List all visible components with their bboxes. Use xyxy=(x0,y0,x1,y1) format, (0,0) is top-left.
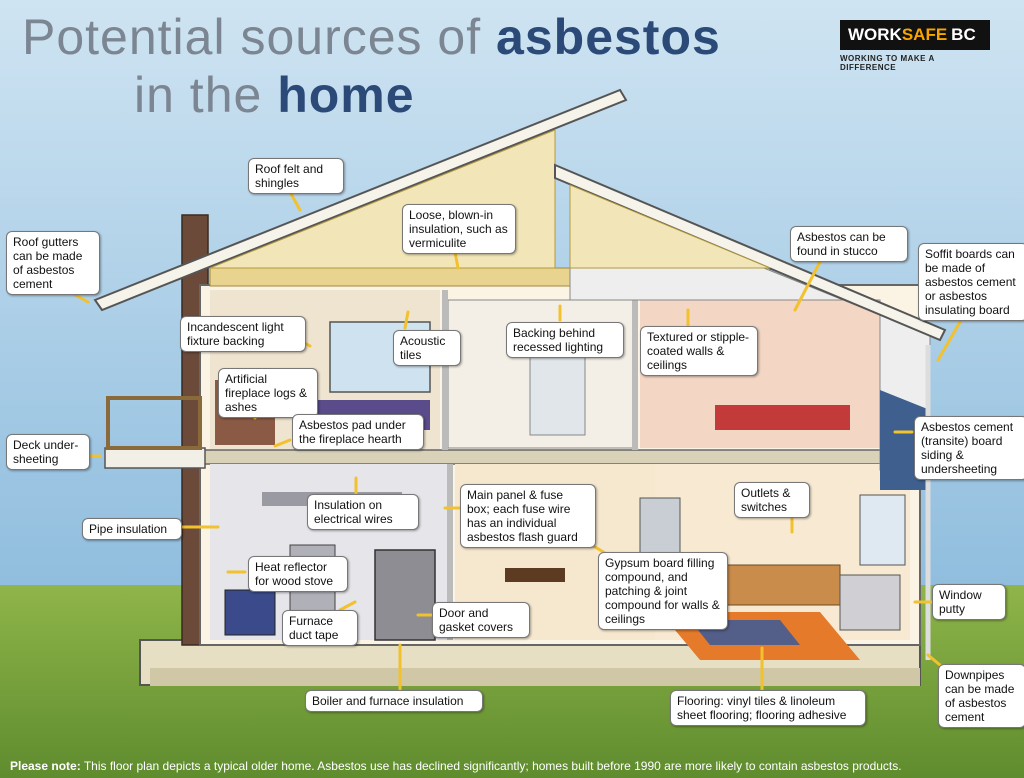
arrow xyxy=(453,250,460,270)
footnote: Please note: This floor plan depicts a t… xyxy=(10,759,1020,773)
label-boiler-insulation: Boiler and furnace insulation xyxy=(305,690,483,712)
label-deck-undersheeting: Deck under-sheeting xyxy=(6,434,90,470)
title-part: Potential sources of xyxy=(22,9,497,65)
label-downpipes: Downpipes can be made of asbestos cement xyxy=(938,664,1024,728)
label-acoustic-tiles: Acoustic tiles xyxy=(393,330,461,366)
stove xyxy=(839,574,901,631)
page-title: Potential sources of asbestos in the hom… xyxy=(22,8,721,124)
deck-railing xyxy=(106,396,202,450)
label-roof-gutters: Roof gutters can be made of asbestos cem… xyxy=(6,231,100,295)
label-fireplace-logs: Artificial fireplace logs & ashes xyxy=(218,368,318,418)
label-pipe-insulation: Pipe insulation xyxy=(82,518,182,540)
kitchen-cabinets xyxy=(719,564,841,606)
label-siding: Asbestos cement (transite) board siding … xyxy=(914,416,1024,480)
dining-table xyxy=(505,568,565,582)
label-loose-insulation: Loose, blown-in insulation, such as verm… xyxy=(402,204,516,254)
bed xyxy=(715,405,850,430)
arrow xyxy=(936,320,962,362)
roof-right-slope xyxy=(554,163,947,342)
title-part: in the xyxy=(134,67,278,123)
label-recessed-lighting: Backing behind recessed lighting xyxy=(506,322,624,358)
footnote-text: This floor plan depicts a typical older … xyxy=(80,759,902,773)
kitchen-window xyxy=(859,494,906,566)
attic-rafters-right xyxy=(569,184,771,269)
label-main-panel: Main panel & fuse box; each fuse wire ha… xyxy=(460,484,596,548)
furnace xyxy=(374,549,436,641)
footnote-lead: Please note: xyxy=(10,759,81,773)
arrow xyxy=(338,600,357,612)
wood-stove xyxy=(224,589,276,636)
label-duct-tape: Furnace duct tape xyxy=(282,610,358,646)
arrow xyxy=(793,256,824,312)
label-hearth-pad: Asbestos pad under the fireplace hearth xyxy=(292,414,424,450)
arrow xyxy=(403,310,410,330)
foundation-edge xyxy=(150,668,920,686)
label-light-fixture: Incandescent light fixture backing xyxy=(180,316,306,352)
label-flooring: Flooring: vinyl tiles & linoleum sheet f… xyxy=(670,690,866,726)
label-heat-reflector: Heat reflector for wood stove xyxy=(248,556,348,592)
label-electrical-wires: Insulation on electrical wires xyxy=(307,494,419,530)
logo-work: WORK xyxy=(848,25,902,44)
arrow xyxy=(288,190,302,212)
arrow xyxy=(926,653,942,667)
label-window-putty: Window putty xyxy=(932,584,1006,620)
label-stucco: Asbestos can be found in stucco xyxy=(790,226,908,262)
logo-bc: BC xyxy=(951,25,976,44)
title-emphasis: asbestos xyxy=(496,9,721,65)
roof-left-slope xyxy=(93,88,628,312)
title-emphasis: home xyxy=(277,67,415,123)
label-door-gasket: Door and gasket covers xyxy=(432,602,530,638)
label-textured-walls: Textured or stipple-coated walls & ceili… xyxy=(640,326,758,376)
logo-tagline: WORKING TO MAKE A DIFFERENCE xyxy=(840,54,935,72)
label-outlets: Outlets & switches xyxy=(734,482,810,518)
label-gypsum: Gypsum board filling compound, and patch… xyxy=(598,552,728,630)
label-soffit: Soffit boards can be made of asbestos ce… xyxy=(918,243,1024,321)
upper-floor-slab xyxy=(199,449,921,465)
title-line-2: in the home xyxy=(22,66,721,124)
arrow xyxy=(273,438,292,448)
deck-floor xyxy=(104,447,206,469)
label-roof-felt: Roof felt and shingles xyxy=(248,158,344,194)
logo-safe: SAFE xyxy=(901,25,948,44)
